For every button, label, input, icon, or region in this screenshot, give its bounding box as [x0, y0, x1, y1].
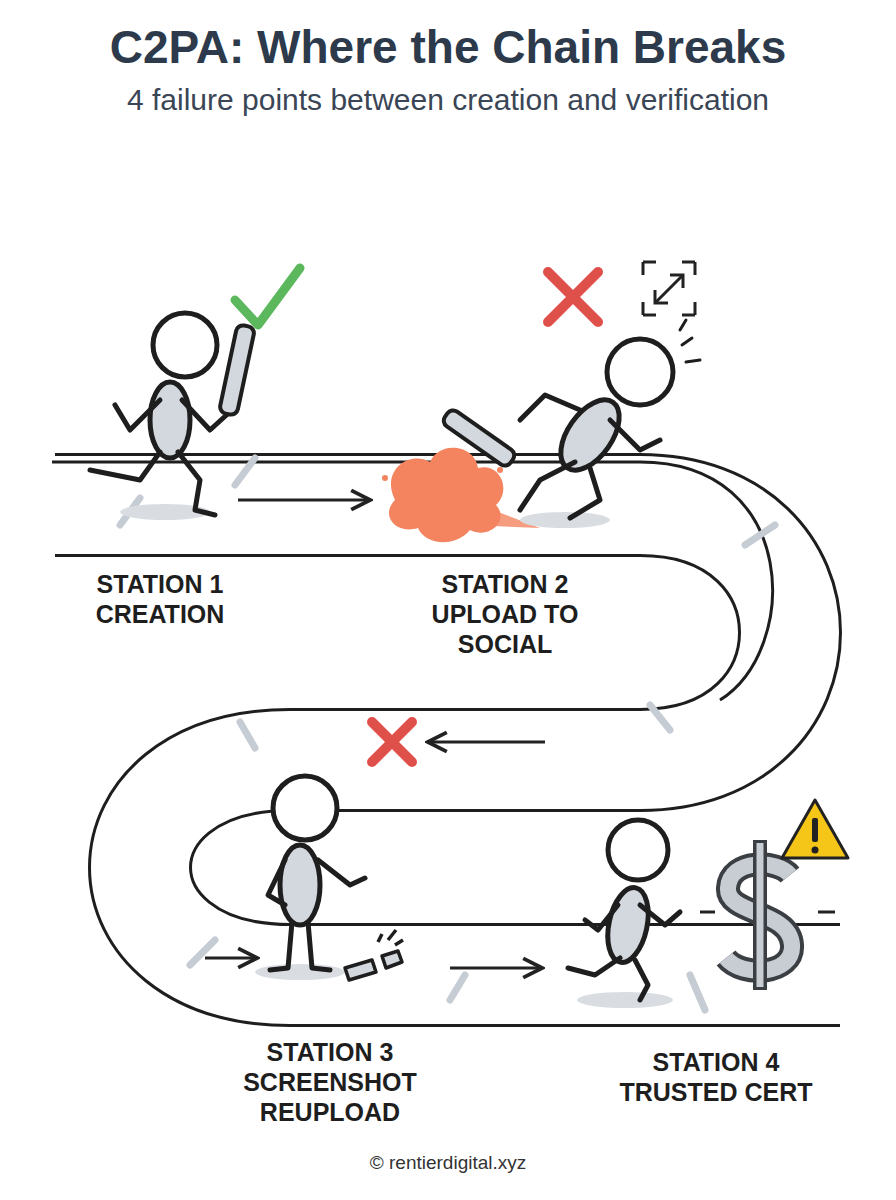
station-label: STATION 1 CREATION [65, 568, 255, 630]
resize-icon [643, 262, 695, 315]
watermark: © rentierdigital.xyz [248, 1152, 648, 1175]
station-label: STATION 4 TRUSTED CERT [606, 1046, 826, 1108]
check-mark [235, 268, 300, 325]
broken-baton [345, 930, 403, 980]
impact-cloud [382, 448, 540, 542]
cross-mark [548, 272, 598, 322]
cross-mark [372, 722, 412, 762]
dollar-symbol [700, 840, 835, 990]
runner-figure [441, 320, 700, 528]
runner-figure [255, 776, 365, 980]
warning-triangle [782, 800, 848, 858]
station-label: STATION 3 SCREENSHOT REUPLOAD [228, 1036, 433, 1128]
runner-figure [568, 820, 680, 1008]
diagram-title: C2PA: Where the Chain Breaks [13, 20, 883, 75]
subtitle: 4 failure points between creation and ve… [13, 82, 883, 118]
runner-figure [90, 313, 255, 520]
station-label: STATION 2 UPLOAD TO SOCIAL [415, 568, 595, 660]
